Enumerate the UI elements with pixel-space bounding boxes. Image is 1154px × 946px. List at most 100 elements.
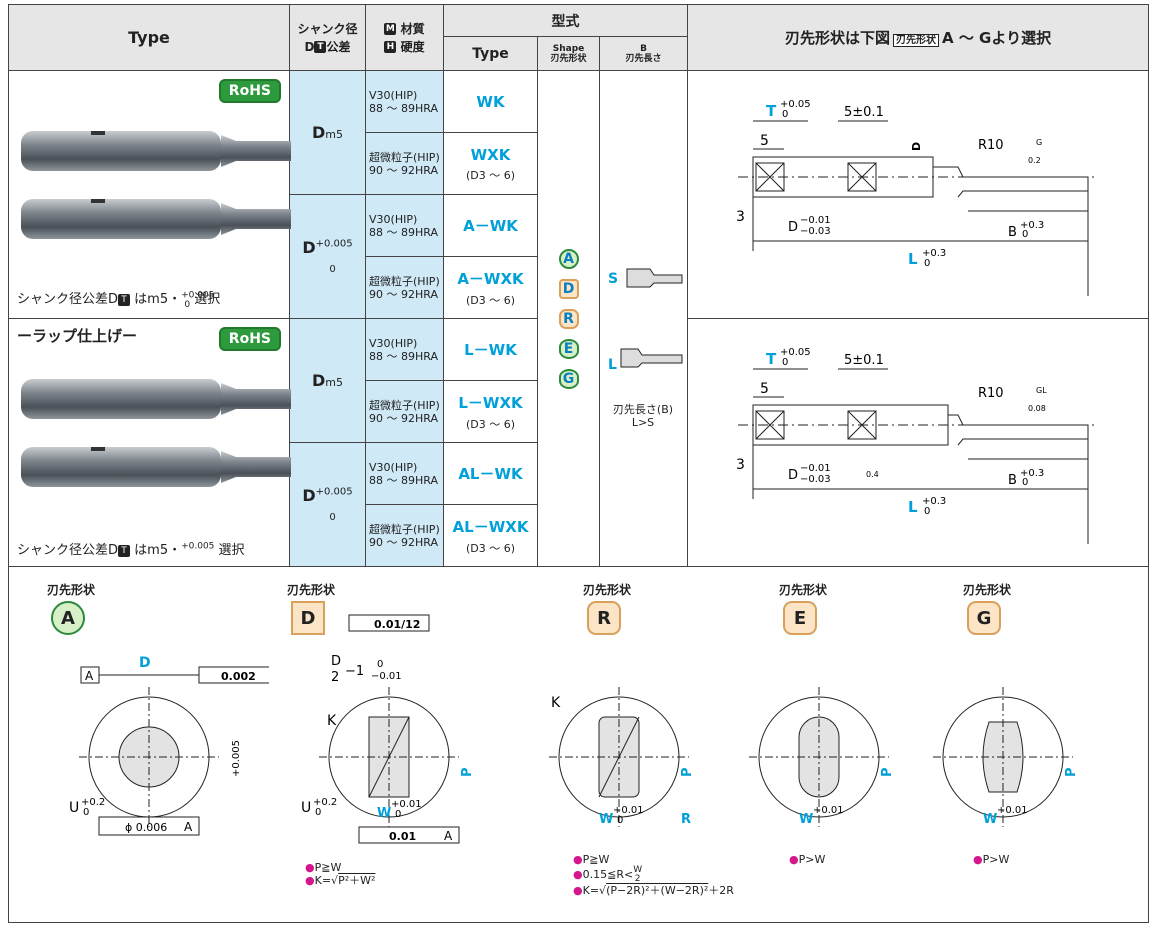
svg-text:0: 0: [83, 807, 89, 818]
shape-g-badge: G: [967, 601, 1001, 635]
shape-a-drawing: A D 0.002 ϕ 0.006 A U +0.2 0 +0.005: [69, 655, 269, 836]
svg-text:B: B: [1008, 473, 1017, 488]
svg-text:L: L: [908, 498, 918, 516]
type-cell: WK: [443, 70, 538, 133]
type-cell: L－WXK(D3 ～ 6): [443, 380, 538, 443]
mat-cell: 超微粒子(HIP)90 ～ 92HRA: [365, 132, 444, 195]
shape-g-icon: G: [558, 368, 579, 389]
shape-g-note: ●P>W: [973, 853, 1010, 866]
svg-text:U: U: [301, 800, 311, 816]
svg-text:R10: R10: [978, 386, 1004, 401]
mat-cell: 超微粒子(HIP)90 ～ 92HRA: [365, 380, 444, 443]
svg-text:T: T: [766, 102, 777, 120]
shape-a-icon: A: [558, 248, 579, 269]
svg-text:W: W: [799, 812, 813, 827]
dia-cell: Dm5: [289, 318, 366, 443]
svg-text:0.002: 0.002: [221, 670, 256, 683]
svg-text:5: 5: [760, 381, 769, 397]
svg-text:P: P: [460, 767, 475, 777]
svg-text:0.4: 0.4: [866, 470, 879, 479]
mat-cell: 超微粒子(HIP)90 ～ 92HRA: [365, 256, 444, 319]
svg-text:A: A: [85, 669, 94, 683]
shape-e-icon: E: [558, 338, 579, 359]
shape-d-title: 刃先形状: [287, 583, 336, 597]
shape-e-drawing: W +0.01 P: [749, 687, 895, 827]
svg-text:5±0.1: 5±0.1: [844, 105, 884, 120]
punch-drawing-1: T +0.05 0 5±0.1 5 R10 D 3 D −0.01 −0.03 …: [736, 99, 1099, 296]
svg-text:−0.01: −0.01: [371, 671, 402, 682]
svg-text:U: U: [69, 800, 79, 816]
shape-d-icon: D: [558, 278, 579, 299]
punch-drawing-2: T +0.05 0 5±0.1 5 R10 3 D −0.01 −0.03 B …: [736, 347, 1099, 544]
svg-text:−0.03: −0.03: [800, 226, 831, 237]
svg-text:+0.3: +0.3: [922, 248, 946, 259]
header-model: 型式: [442, 4, 689, 37]
mat-cell: 超微粒子(HIP)90 ～ 92HRA: [365, 504, 444, 567]
svg-text:0: 0: [924, 506, 930, 517]
mat-cell: V30(HIP)88 ～ 89HRA: [365, 442, 444, 505]
header-material: M 材質 H 硬度: [365, 4, 444, 71]
shape-d-badge: D: [291, 601, 325, 635]
svg-text:R10: R10: [978, 138, 1004, 153]
type-cell: AL－WK: [443, 442, 538, 505]
punch-photo: [21, 131, 291, 239]
svg-text:+0.3: +0.3: [1020, 468, 1044, 479]
svg-text:+0.2: +0.2: [313, 797, 337, 808]
svg-text:+0.01: +0.01: [813, 805, 844, 816]
svg-text:−0.01: −0.01: [800, 463, 831, 474]
shape-a-badge: A: [51, 601, 85, 635]
svg-text:D: D: [139, 655, 151, 671]
svg-text:+0.01: +0.01: [997, 805, 1028, 816]
svg-text:G: G: [1036, 138, 1042, 147]
svg-text:3: 3: [736, 209, 745, 225]
shape-r-title: 刃先形状: [583, 583, 632, 597]
shape-g-drawing: W +0.01 P: [933, 687, 1079, 827]
svg-text:P: P: [1064, 767, 1079, 777]
svg-text:0: 0: [377, 659, 383, 670]
shape-e-note: ●P>W: [789, 853, 826, 866]
svg-text:−1: −1: [345, 664, 364, 679]
mat-cell: V30(HIP)88 ～ 89HRA: [365, 70, 444, 133]
svg-text:0.01/12: 0.01/12: [374, 618, 420, 631]
svg-text:0: 0: [315, 807, 321, 818]
h-icon: H: [384, 41, 397, 53]
svg-text:0: 0: [1022, 477, 1028, 488]
svg-text:5±0.1: 5±0.1: [844, 353, 884, 368]
mat-cell: V30(HIP)88 ～ 89HRA: [365, 318, 444, 381]
shape-cell: A D R E G: [537, 70, 600, 567]
svg-text:3: 3: [736, 457, 745, 473]
tip-shape-section: 刃先形状 A A D 0.002 ϕ 0.006 A U: [7, 566, 1150, 923]
svg-text:W: W: [599, 812, 613, 827]
t-icon: T: [314, 41, 327, 53]
svg-text:+0.01: +0.01: [613, 805, 644, 816]
svg-text:A: A: [444, 829, 453, 843]
shape-d-notes: ●P≧W ●K=√P²＋W²: [305, 861, 376, 887]
svg-text:K: K: [327, 713, 337, 729]
svg-text:0: 0: [395, 809, 401, 820]
svg-text:D: D: [331, 654, 341, 669]
svg-text:0: 0: [1022, 229, 1028, 240]
type-cell: A－WXK(D3 ～ 6): [443, 256, 538, 319]
svg-text:W: W: [983, 812, 997, 827]
shape-e-title: 刃先形状: [779, 583, 828, 597]
svg-text:+0.3: +0.3: [1020, 220, 1044, 231]
svg-text:R: R: [681, 812, 691, 827]
type-cell: AL－WXK(D3 ～ 6): [443, 504, 538, 567]
svg-text:0.08: 0.08: [1028, 404, 1046, 413]
shape-r-drawing: K R W +0.01 0 P: [549, 687, 695, 827]
header-type: Type: [8, 4, 290, 71]
header-model-type: Type: [443, 36, 538, 71]
svg-text:0: 0: [782, 357, 788, 368]
svg-text:0.2: 0.2: [1028, 156, 1041, 165]
svg-text:K: K: [551, 695, 561, 711]
blen-cell: S L 刃先長さ(B)L>S: [598, 70, 689, 567]
svg-text:5: 5: [760, 133, 769, 149]
